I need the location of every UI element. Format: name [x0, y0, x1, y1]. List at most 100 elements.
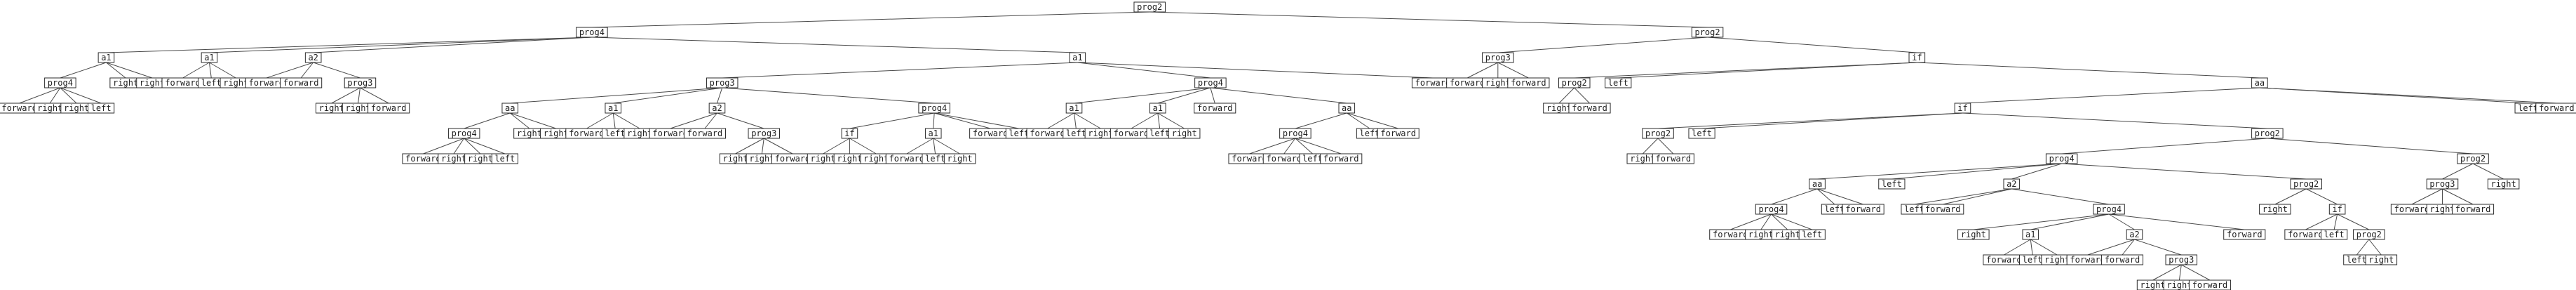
tree-edge: [2274, 188, 2307, 205]
tree-edge: [934, 112, 1019, 129]
node-label: forward: [371, 103, 407, 113]
node-box: [2487, 178, 2520, 190]
node-left: left: [1688, 128, 1715, 139]
node-box: [2251, 128, 2284, 139]
node-box: [2353, 229, 2385, 240]
node-label: right: [2044, 255, 2070, 265]
tree-edge: [1657, 138, 1674, 154]
tree-edge: [849, 138, 877, 154]
node-label: right: [1546, 103, 1572, 113]
node-left: left: [491, 153, 519, 164]
node-left: left: [88, 103, 115, 114]
node-prog2: prog2: [1642, 128, 1674, 139]
node-label: prog4: [1758, 204, 1783, 214]
node-label: prog3: [751, 128, 776, 138]
node-prog4: prog4: [1755, 204, 1788, 215]
tree-edge: [591, 37, 1078, 53]
tree-edge: [2108, 213, 2245, 230]
tree-edge: [1558, 87, 1575, 104]
node-box: [1954, 103, 1971, 114]
node-label: right: [1630, 154, 1655, 164]
node-label: forward: [1925, 204, 1961, 214]
node-box: [2223, 229, 2266, 240]
node-left: left: [1901, 204, 1928, 215]
node-box: [447, 128, 480, 139]
node-left: left: [1605, 77, 1632, 88]
tree-edge: [2122, 239, 2135, 256]
node-forward: forward: [2066, 254, 2109, 265]
tree-edge: [1210, 87, 1347, 104]
node-forward: forward: [2284, 229, 2327, 240]
tree-edge: [358, 87, 360, 104]
tree-edge: [1817, 163, 2062, 180]
tree-edge: [1707, 37, 1917, 53]
tree-edge: [1771, 188, 1818, 205]
node-right: right: [220, 77, 252, 88]
node-right: right: [2259, 204, 2291, 215]
node-label: prog4: [922, 103, 947, 113]
node-label: left: [1692, 128, 1712, 138]
tree-edge: [1816, 188, 1863, 205]
tree-edge: [313, 37, 592, 53]
node-label: forward: [2192, 280, 2228, 290]
node-box: [1642, 128, 1674, 139]
tree-edge: [208, 62, 212, 79]
node-prog2: prog2: [2251, 128, 2284, 139]
tree-edge: [331, 87, 360, 104]
tree-edge: [1816, 188, 1835, 205]
node-box: [918, 103, 950, 114]
node-box: [683, 128, 727, 139]
node-label: forward: [1, 103, 37, 113]
node-box: [1922, 204, 1964, 215]
node-label: a2: [2129, 230, 2139, 239]
tree-edge: [1730, 213, 1772, 230]
node-label: prog3: [710, 78, 735, 88]
node-right: right: [860, 153, 893, 164]
tree-edge: [1074, 112, 1101, 129]
node-forward: forward: [2100, 254, 2144, 265]
node-forward: forward: [1228, 153, 1271, 164]
node-forward: forward: [2390, 204, 2433, 215]
node-right: right: [1626, 153, 1659, 164]
tree-edge: [2011, 188, 2110, 205]
node-label: forward: [889, 154, 925, 164]
node-box: [605, 103, 622, 114]
node-box: [2022, 229, 2039, 240]
node-box: [943, 153, 976, 164]
node-right: right: [1084, 128, 1117, 139]
node-label: left: [1882, 179, 1902, 189]
tree-edge: [1962, 112, 2267, 129]
node-label: left: [494, 154, 515, 164]
tree-edge: [1131, 112, 1159, 129]
tree-edge: [1295, 138, 1313, 154]
node-a1: a1: [1069, 52, 1086, 63]
tree-edge: [182, 62, 210, 79]
node-right: right: [2487, 178, 2520, 190]
node-box: [1149, 103, 1166, 114]
node-box: [1605, 77, 1632, 88]
tree-edge: [933, 138, 960, 154]
tree-edge: [2306, 188, 2338, 205]
node-box: [1652, 153, 1694, 164]
node-forward: forward: [1026, 128, 1069, 139]
node-right: right: [623, 128, 656, 139]
node-box: [2251, 77, 2268, 88]
tree-edge: [1497, 62, 1529, 79]
node-label: right: [37, 103, 62, 113]
node-box: [2259, 204, 2291, 215]
node-right: right: [540, 128, 572, 139]
node-box: [2003, 178, 2021, 190]
node-a1: a1: [97, 52, 115, 63]
node-box: [2535, 103, 2576, 114]
tree-edge: [591, 11, 1150, 28]
node-label: left: [1149, 128, 1170, 138]
node-left: left: [1356, 128, 1384, 139]
node-label: forward: [1656, 154, 1692, 164]
node-label: a1: [1153, 103, 1163, 113]
tree-edge: [2061, 138, 2267, 154]
node-label: forward: [1415, 78, 1451, 88]
node-box: [1798, 229, 1826, 240]
tree-edge: [1347, 112, 1398, 129]
tree-edge: [1642, 138, 1659, 154]
tree-edge: [423, 138, 464, 154]
